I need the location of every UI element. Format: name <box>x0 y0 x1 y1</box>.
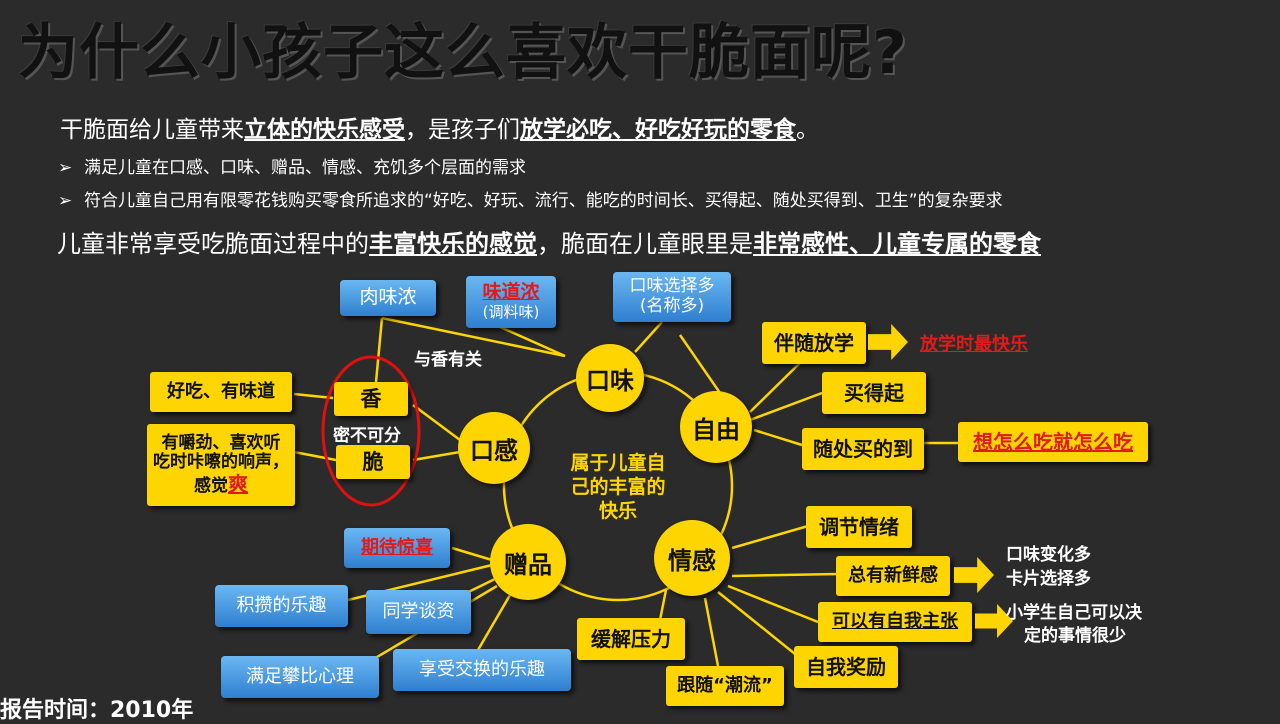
talk-box: 同学谈资 <box>366 590 471 634</box>
surprise-box: 期待惊喜 <box>344 528 450 568</box>
texture-node: 口感 <box>458 412 530 484</box>
intro-bold2: 放学必吃、好吃好玩的零食 <box>520 117 796 143</box>
connector-line <box>749 391 823 422</box>
fresh-note-1: 口味变化多 <box>1006 545 1091 565</box>
eat-anyway-label: 想怎么吃就怎么吃 <box>973 429 1133 454</box>
trend-box: 跟随“潮流” <box>666 666 784 706</box>
connector-line <box>412 403 461 442</box>
connector-line <box>412 450 461 462</box>
connector-line <box>753 428 803 447</box>
intro-bold1: 立体的快乐感受 <box>244 117 405 143</box>
collect-box: 积攒的乐趣 <box>215 585 348 627</box>
connector-line <box>476 594 512 651</box>
compare-box: 满足攀比心理 <box>221 656 379 698</box>
bullet-text: 满足儿童在口感、口味、赠品、情感、充饥多个层面的需求 <box>84 158 526 178</box>
eat-anyway-box: 想怎么吃就怎么吃 <box>958 422 1148 462</box>
reward-box: 自我奖励 <box>794 646 898 688</box>
tasty-box: 好吃、有味道 <box>150 372 292 412</box>
everywhere-box: 随处买的到 <box>802 428 924 470</box>
summary-part2: ，脆面在儿童眼里是 <box>537 230 753 258</box>
center-label: 属于儿童自己的丰富的快乐 <box>570 452 666 522</box>
gift-node: 赠品 <box>490 524 566 600</box>
summary-line: 儿童非常享受吃脆面过程中的丰富快乐的感觉，脆面在儿童眼里是非常感性、儿童专属的零… <box>57 224 1041 259</box>
chewy-highlight: 爽 <box>228 471 248 496</box>
self-box: 可以有自我主张 <box>818 602 972 642</box>
summary-part1: 儿童非常享受吃脆面过程中的 <box>57 230 369 258</box>
self-note-2: 定的事情很少 <box>1024 626 1126 646</box>
affordable-box: 买得起 <box>822 372 926 414</box>
intro-part3: 。 <box>796 117 819 143</box>
bullet-item: ➢ 符合儿童自己用有限零花钱购买零食所追求的“好吃、好玩、流行、能吃的时间长、买得… <box>58 186 1003 211</box>
page-title: 为什么小孩子这么喜欢干脆面呢? <box>18 18 908 88</box>
connector-line <box>749 357 806 413</box>
fragrant-crisp-ellipse <box>321 355 421 507</box>
chewy-box: 有嚼劲、喜欢听 吃时咔嚓的响声， 感觉爽 <box>147 424 295 506</box>
fragrant-box: 香 <box>334 382 408 416</box>
inseparable-label: 密不可分 <box>333 426 401 446</box>
surprise-label: 期待惊喜 <box>361 536 433 558</box>
intro-line: 干脆面给儿童带来立体的快乐感受，是孩子们放学必吃、好吃好玩的零食。 <box>60 110 819 144</box>
crisp-box: 脆 <box>336 445 410 479</box>
strong-flavor-box: 味道浓 (调料味) <box>466 276 556 328</box>
many-choices-sub: (名称多) <box>639 296 705 316</box>
many-choices-box: 口味选择多 (名称多) <box>613 272 731 322</box>
intro-part1: 干脆面给儿童带来 <box>60 117 244 143</box>
self-note-1: 小学生自己可以决 <box>1006 603 1142 623</box>
fresh-note-2: 卡片选择多 <box>1006 569 1091 589</box>
bullet-arrow-icon: ➢ <box>58 158 73 178</box>
connector-line <box>678 334 722 394</box>
summary-bold1: 丰富快乐的感觉 <box>369 230 537 258</box>
connector-line <box>634 321 663 353</box>
connector-line <box>451 546 493 562</box>
stress-box: 缓解压力 <box>577 618 685 660</box>
strong-flavor-label: 味道浓 <box>482 281 540 304</box>
exchange-box: 享受交换的乐趣 <box>393 649 571 691</box>
connector-line <box>374 317 384 383</box>
connector-line <box>731 572 839 578</box>
connector-line <box>658 589 668 621</box>
after-school-box: 伴随放学 <box>762 322 866 364</box>
fresh-box: 总有新鲜感 <box>836 556 950 596</box>
connector-line <box>727 584 819 624</box>
self-label: 可以有自我主张 <box>832 610 958 632</box>
connector-line <box>381 316 566 358</box>
connector-line <box>717 591 801 659</box>
connector-line <box>731 524 809 550</box>
after-school-note: 放学时最快乐 <box>920 334 1028 355</box>
taste-node: 口味 <box>576 344 644 412</box>
bullet-text: 符合儿童自己用有限零花钱购买零食所追求的“好吃、好玩、流行、能吃的时间长、买得起… <box>84 191 1003 211</box>
bullet-arrow-icon: ➢ <box>58 191 73 211</box>
chewy-line1: 有嚼劲、喜欢听 <box>161 432 281 453</box>
chewy-feel: 感觉 <box>194 475 228 496</box>
many-choices-label: 口味选择多 <box>629 276 715 297</box>
mood-box: 调节情绪 <box>806 506 912 548</box>
bullet-item: ➢ 满足儿童在口感、口味、赠品、情感、充饥多个层面的需求 <box>58 153 526 178</box>
chewy-line2: 吃时咔嚓的响声， <box>153 452 289 473</box>
freedom-node: 自由 <box>680 391 752 463</box>
summary-bold2: 非常感性、儿童专属的零食 <box>753 230 1041 258</box>
connector-line <box>703 597 720 667</box>
connector-line <box>293 392 334 400</box>
chewy-line3: 感觉爽 <box>194 471 248 497</box>
intro-part2: ，是孩子们 <box>405 117 520 143</box>
aroma-link-label: 与香有关 <box>414 350 482 370</box>
rich-meat-box: 肉味浓 <box>340 280 436 316</box>
seasoning-label: (调料味) <box>482 303 540 322</box>
connector-line <box>293 450 337 462</box>
report-time: 报告时间：2010年 <box>0 698 194 723</box>
emotion-node: 情感 <box>654 520 730 596</box>
